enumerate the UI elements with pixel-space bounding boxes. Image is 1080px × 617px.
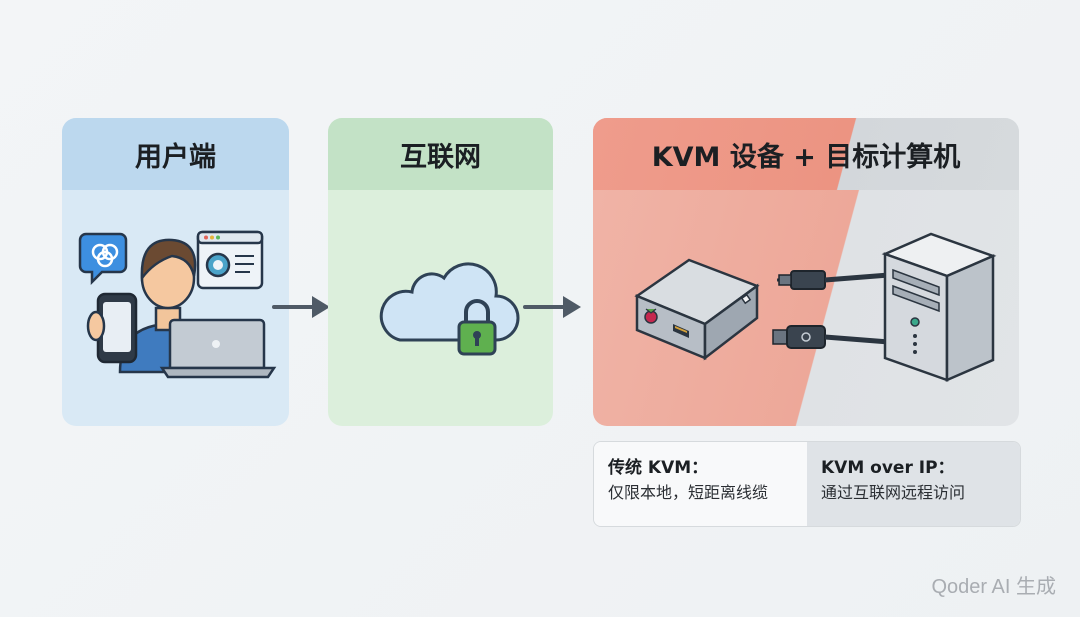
watermark: Qoder AI 生成 bbox=[931, 576, 1057, 598]
traditional-kvm-title: 传统 KVM： bbox=[608, 458, 709, 478]
tower-pc-icon bbox=[881, 232, 997, 382]
smartphone-icon bbox=[86, 292, 138, 364]
usb-cable-icon bbox=[772, 325, 890, 349]
user-to-internet-arrow bbox=[272, 296, 330, 318]
internet-to-kvm-arrow bbox=[523, 296, 581, 318]
cloud-icon bbox=[379, 262, 520, 342]
internet-panel: 互联网 bbox=[328, 118, 553, 426]
user-illustration bbox=[78, 230, 277, 379]
kvm-illustration bbox=[634, 232, 997, 382]
user-panel: 用户端 bbox=[62, 118, 289, 426]
internet-panel-title: 互联网 bbox=[328, 118, 553, 190]
kvm-panel: KVM 设备 + 目标计算机 bbox=[593, 118, 1019, 426]
traditional-kvm-cell: 传统 KVM： 仅限本地，短距离线缆 bbox=[594, 442, 807, 526]
kvm-over-ip-title: KVM over IP： bbox=[821, 458, 955, 478]
user-panel-title: 用户端 bbox=[62, 118, 289, 190]
traditional-kvm-desc: 仅限本地，短距离线缆 bbox=[608, 483, 769, 502]
internet-illustration bbox=[379, 262, 520, 356]
laptop-icon bbox=[159, 318, 277, 379]
kvm-comparison-box: 传统 KVM： 仅限本地，短距离线缆 KVM over IP： 通过互联网远程访… bbox=[593, 441, 1021, 527]
chat-bubble-icon bbox=[78, 232, 128, 286]
hdmi-port-icon bbox=[673, 324, 689, 338]
raspberry-pi-logo-icon bbox=[644, 308, 658, 324]
kvm-over-ip-desc: 通过互联网远程访问 bbox=[821, 483, 966, 502]
hdmi-cable-icon bbox=[777, 270, 890, 290]
browser-window-icon bbox=[196, 230, 264, 290]
kvm-over-ip-cell: KVM over IP： 通过互联网远程访问 bbox=[807, 442, 1020, 526]
padlock-icon bbox=[457, 299, 497, 356]
kvm-panel-title: KVM 设备 + 目标计算机 bbox=[593, 118, 1019, 190]
